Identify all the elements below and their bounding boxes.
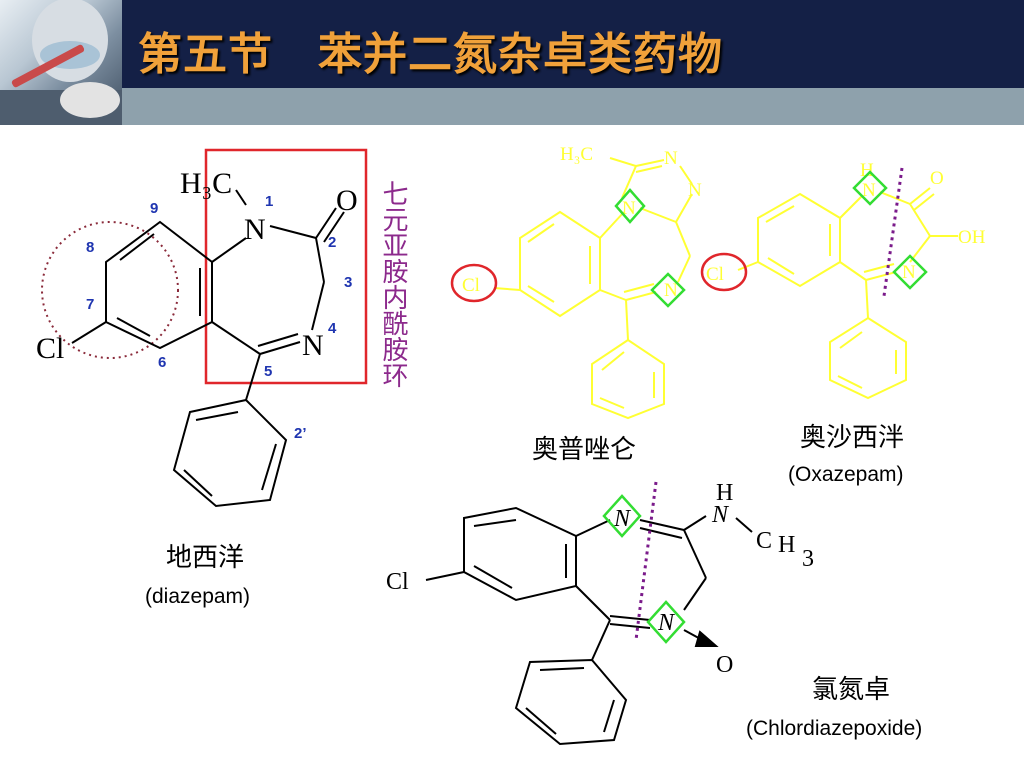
chemical-structures-diagram: H₃C N O N Cl 1 2 3 4 5 6 7 8 9 2’ 七元亚胺内酰… [36,144,986,746]
alprazolam-cl: Cl [462,275,480,296]
seven-ring-highlight-box [204,148,368,385]
oxazepam-n4: N [902,262,916,283]
chlordiazepoxide-name-cn: 氯氮卓 [812,675,890,705]
oxazepam-n1: N [862,180,876,201]
chlordiazepoxide-n4: N [657,610,676,636]
diazepam-carbonyl-o: O [336,184,358,217]
chlordiazepoxide-h: H [716,480,733,506]
chlordiazepoxide-c: C [756,528,772,554]
position-4: 4 [328,320,337,337]
title-bar [122,0,1024,88]
oxazepam-structure: H N O OH N Cl [700,160,986,400]
diazepam-n4: N [302,329,324,362]
position-2prime: 2’ [294,425,307,442]
header-photo [0,0,122,125]
ring-note-vertical-text: 七元亚胺内酰胺环 [378,180,408,388]
oxazepam-cl-red-circle [700,252,748,292]
ring-position-numbers: 1 2 3 4 5 6 7 8 9 2’ [86,193,352,442]
position-7: 7 [86,296,94,313]
oxazepam-n-green-diamond-top [852,170,888,206]
position-1: 1 [265,193,273,210]
alprazolam-n-b: N [688,180,702,201]
chlordiazepoxide-o: O [716,652,733,678]
chlordiazepoxide-cl: Cl [386,569,409,595]
chlordiazepoxide-name-en: (Chlordiazepoxide) [746,717,922,740]
position-6: 6 [158,354,166,371]
alprazolam-cl-red-circle [450,263,498,303]
oxazepam-dotted-cleavage-line [882,167,904,297]
slide-header: 第五节 苯并二氮杂卓类药物 [0,0,1024,125]
diazepam-structure: H₃C N O N Cl 1 2 3 4 5 6 7 8 9 2’ [36,148,368,508]
chlordiazepoxide-n-green-diamond-top [602,494,642,538]
oxazepam-oh: OH [958,227,986,248]
chlordiazepoxide-structure: N H N C H 3 N O Cl [386,480,814,746]
chlordiazepoxide-n-green-diamond-bottom [646,600,686,644]
oxazepam-o: O [930,168,944,189]
position-9: 9 [150,200,158,217]
oxazepam-h: H [860,160,874,181]
position-3: 3 [344,274,352,291]
title-sub-bar [122,88,1024,125]
alprazolam-n-green-diamond-top [614,188,646,224]
diazepam-n1: N [244,213,266,246]
diazepam-name-cn: 地西洋 [166,543,244,573]
alprazolam-name-cn: 奥普唑仑 [532,435,636,465]
position-5: 5 [264,363,272,380]
alprazolam-ch3: H₃C [560,144,593,165]
diazepam-ch3: H₃C [180,167,232,200]
position-8: 8 [86,239,94,256]
chlordiazepoxide-h2: H [778,532,795,558]
benzene-dotted-circle [41,221,179,359]
chlordiazepoxide-dotted-cleavage-line [634,481,658,641]
chlordiazepoxide-nh: N [711,502,730,528]
alprazolam-n-d: N [664,280,678,301]
oxazepam-n-green-diamond-bottom [892,254,928,290]
diazepam-cl: Cl [36,332,64,365]
diazepam-name-en: (diazepam) [145,585,250,608]
oxazepam-name-en: (Oxazepam) [788,463,904,486]
alprazolam-n-green-diamond-bottom [650,272,686,308]
oxazepam-cl: Cl [706,264,724,285]
scientist-photo-icon [0,0,122,125]
alprazolam-structure: H₃C N N N N Cl [450,144,702,420]
alprazolam-n-a: N [664,148,678,169]
diazepam-bonds [71,189,345,508]
chlordiazepoxide-3: 3 [802,546,814,572]
position-2: 2 [328,234,336,251]
oxazepam-name-cn: 奥沙西泮 [800,423,904,453]
page-title: 第五节 苯并二氮杂卓类药物 [138,29,723,80]
chlordiazepoxide-n1: N [613,506,632,532]
alprazolam-n-c: N [622,198,636,219]
